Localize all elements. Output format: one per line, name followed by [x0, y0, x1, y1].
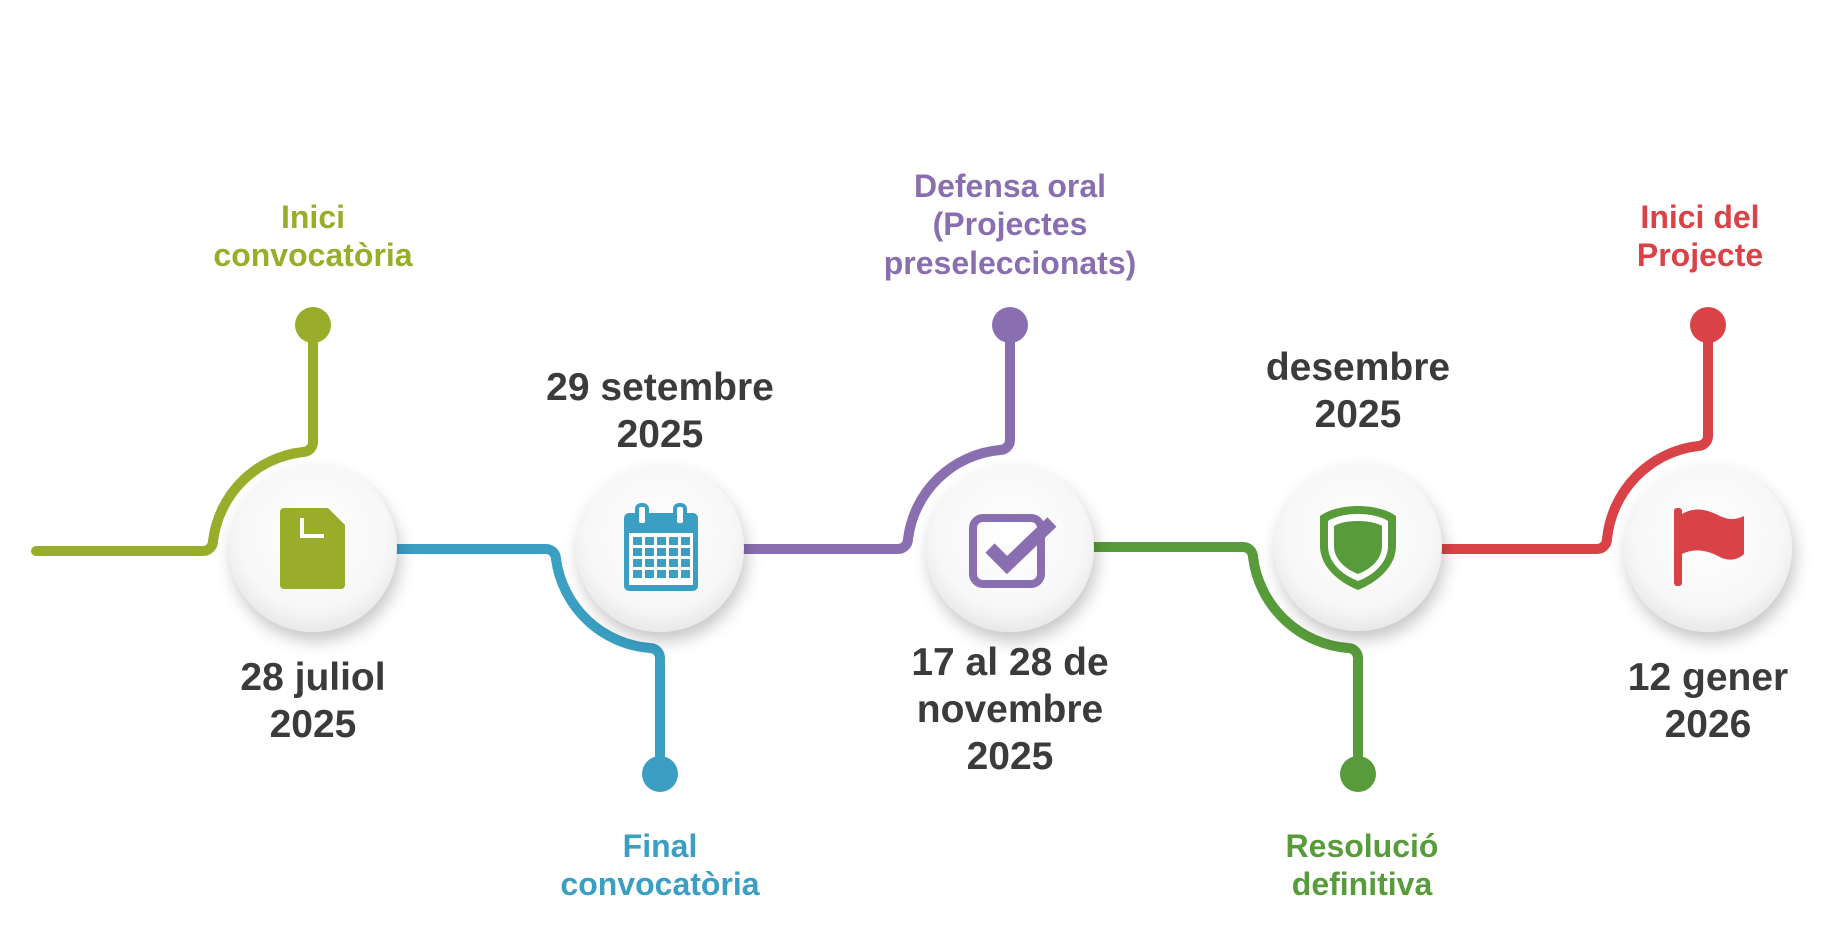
connector-segment-2: [375, 544, 665, 775]
connector-dot-1: [295, 307, 331, 343]
date-label-5: 12 gener 2026: [1627, 656, 1789, 746]
connector-dot-2: [642, 756, 678, 792]
event-label-3: Defensa oral (Projectes preseleccionats): [883, 168, 1137, 281]
milestone-circle-3: [926, 464, 1094, 632]
flag-icon: [1674, 508, 1744, 586]
event-label-2: Final convocatòria: [560, 828, 760, 903]
date-label-3: 17 al 28 de novembre 2025: [911, 641, 1109, 778]
date-label-1: 28 juliol 2025: [240, 656, 386, 746]
date-label-4: desembre 2025: [1265, 346, 1451, 436]
connector-dot-4: [1340, 756, 1376, 792]
event-label-4: Resolució definitiva: [1285, 828, 1439, 903]
connector-segment-3: [715, 320, 1015, 554]
date-label-2: 29 setembre 2025: [546, 366, 774, 456]
checkbox-icon: [969, 514, 1057, 588]
event-label-5: Inici del Projecte: [1636, 199, 1764, 274]
event-label-1: Inici convocatòria: [213, 199, 413, 274]
connector-segment-5: [1415, 320, 1713, 554]
document-icon: [280, 508, 345, 589]
connector-segment-4: [1065, 542, 1363, 775]
calendar-icon: [624, 503, 698, 591]
shield-icon: [1320, 506, 1396, 590]
connector-segment-1: [31, 320, 318, 556]
connector-dot-3: [992, 307, 1028, 343]
connector-dot-5: [1690, 307, 1726, 343]
